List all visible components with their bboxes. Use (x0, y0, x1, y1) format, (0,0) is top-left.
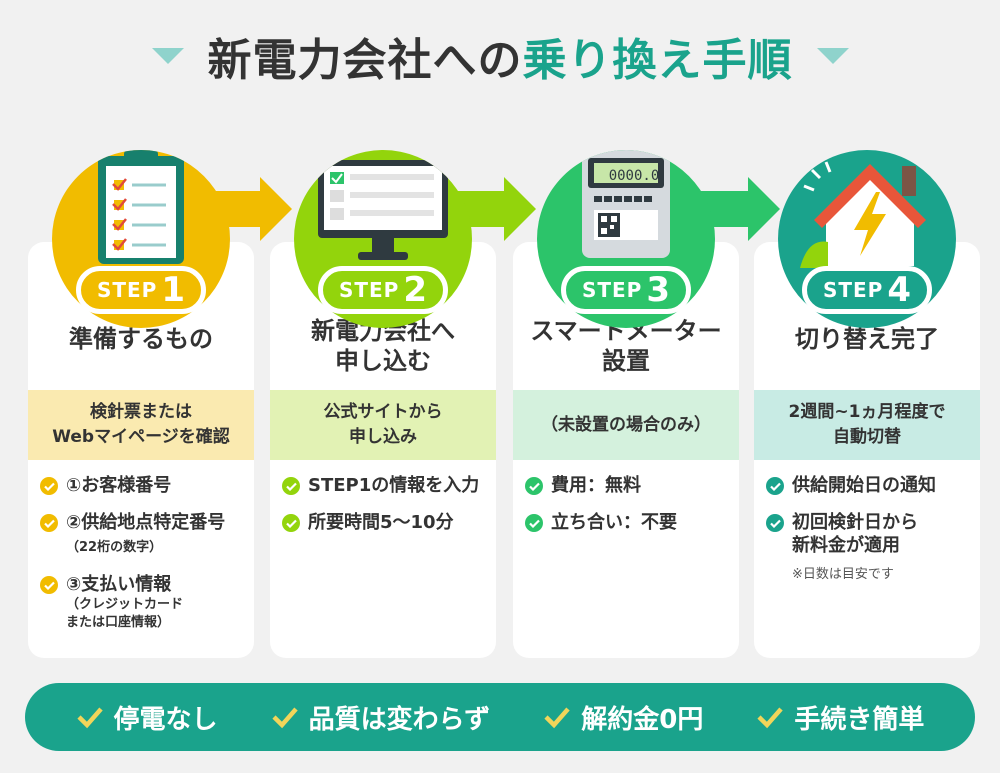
item-text: ②供給地点特定番号 (66, 512, 226, 533)
benefit-text: 手続き簡単 (794, 704, 925, 735)
step-list: STEP1の情報を入力 所要時間5〜10分 (282, 474, 492, 548)
triangle-down-icon (151, 48, 184, 64)
list-item: ①お客様番号 (40, 474, 250, 497)
smart-meter-icon (582, 150, 670, 258)
check-icon (76, 707, 103, 729)
check-icon (40, 514, 58, 532)
step-title: 切り替え完了 (795, 325, 939, 353)
badge-word: STEP (581, 278, 643, 302)
title-part2: 乗り換え手順 (522, 35, 793, 86)
check-icon (766, 514, 784, 532)
list-item: STEP1の情報を入力 (282, 474, 492, 497)
step-title: 準備するもの (69, 325, 213, 353)
page-title: 新電力会社への乗り換え手順 (0, 24, 1000, 88)
list-item: 供給開始日の通知 (766, 474, 976, 497)
title-text: 新電力会社への乗り換え手順 (208, 24, 793, 88)
item-sub: （22桁の数字） (66, 540, 163, 555)
check-icon (40, 477, 58, 495)
item-text: ①お客様番号 (66, 475, 172, 496)
step-band: 検針票または Webマイページを確認 (28, 390, 254, 460)
title-part1: 新電力会社への (207, 35, 523, 86)
item-text: ③支払い情報 (66, 574, 172, 595)
list-item: 所要時間5〜10分 (282, 511, 492, 534)
clipboard-checklist-icon (98, 150, 184, 264)
item-text: 所要時間5〜10分 (308, 512, 454, 533)
item-text: 供給開始日の通知 (792, 475, 936, 496)
step-list: ①お客様番号 ②供給地点特定番号 （22桁の数字） ③支払い情報 （クレジットカー… (40, 474, 250, 646)
benefit-item: 解約金0円 (543, 699, 703, 736)
item-text: 初回検針日から 新料金が適用 (792, 512, 918, 556)
check-icon (544, 707, 570, 729)
badge-word: STEP (822, 278, 884, 302)
check-icon (525, 514, 543, 532)
benefit-text: 品質は変わらず (308, 704, 491, 735)
benefit-text: 停電なし (113, 704, 218, 735)
item-text: STEP1の情報を入力 (308, 475, 480, 496)
check-icon (282, 514, 300, 532)
band-text: （未設置の場合のみ） (541, 414, 711, 435)
step-band: （未設置の場合のみ） (513, 390, 739, 460)
check-icon (766, 477, 784, 495)
check-icon (525, 477, 543, 495)
triangle-down-icon (816, 48, 849, 64)
badge-number: 1 (161, 270, 186, 310)
house-lightning-icon (800, 161, 926, 268)
badge-word: STEP (96, 278, 158, 302)
band-text: 公式サイトから 申し込み (323, 402, 443, 447)
badge-word: STEP (338, 278, 400, 302)
step-band: 公式サイトから 申し込み (270, 390, 496, 460)
item-text: 立ち合い：不要 (551, 512, 677, 533)
benefit-text: 解約金0円 (581, 704, 704, 735)
list-item: 費用：無料 (525, 474, 735, 497)
step-list: 供給開始日の通知 初回検針日から 新料金が適用 ※日数は目安です (766, 474, 976, 582)
note-text: ※日数は目安です (792, 567, 894, 582)
badge-number: 3 (646, 270, 671, 310)
list-item: 初回検針日から 新料金が適用 (766, 511, 976, 557)
step-band: 2週間~1ヵ月程度で 自動切替 (754, 390, 980, 460)
check-icon (282, 477, 300, 495)
check-icon (272, 707, 298, 729)
band-text: 2週間~1ヵ月程度で 自動切替 (788, 402, 946, 447)
badge-number: 4 (887, 270, 912, 310)
step-list: 費用：無料 立ち合い：不要 (525, 474, 735, 548)
benefit-item: 手続き簡単 (756, 699, 924, 736)
item-sub: （クレジットカード または口座情報） (66, 597, 184, 630)
check-icon (757, 707, 784, 729)
meter-reading: 0000.0 (608, 168, 660, 184)
item-text: 費用：無料 (551, 475, 641, 496)
list-item: 立ち合い：不要 (525, 511, 735, 534)
benefit-item: 停電なし (76, 699, 218, 736)
band-text: 検針票または Webマイページを確認 (52, 402, 230, 447)
badge-number: 2 (403, 270, 428, 310)
list-item: ②供給地点特定番号 （22桁の数字） (40, 511, 250, 559)
benefit-item: 品質は変わらず (271, 699, 490, 736)
check-icon (40, 576, 58, 594)
list-item: ③支払い情報 （クレジットカード または口座情報） (40, 573, 250, 632)
monitor-icon (318, 160, 448, 260)
benefits-bar: 停電なし 品質は変わらず 解約金0円 手続き簡単 (25, 683, 975, 751)
